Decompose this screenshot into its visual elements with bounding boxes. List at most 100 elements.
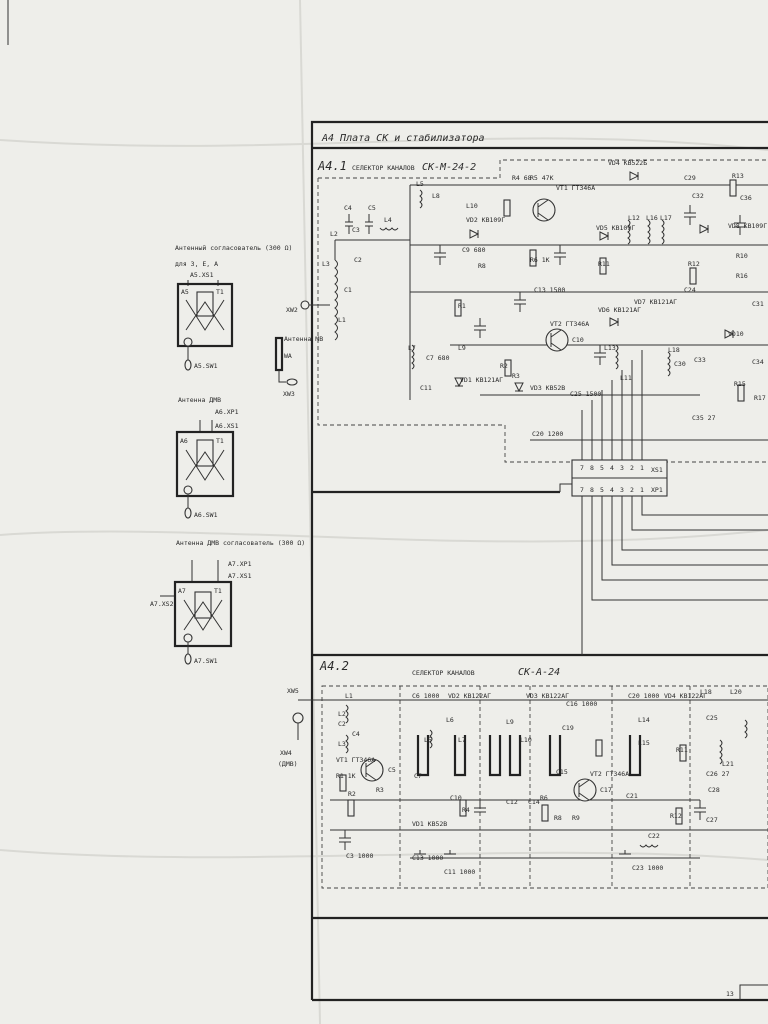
a41-label: L16 [646,214,658,222]
a6-plug [184,507,192,519]
xp1-label: XP1 [651,486,663,494]
a42-label: C26 27 [706,770,730,778]
a41-label: L18 [668,346,680,354]
antenna-mv-label: Антенна МВ [284,335,323,343]
a42-label: L20 [730,688,742,696]
a5-transformer [196,291,214,317]
a41-label: VD5 КВ109Г [596,224,635,232]
a7-plug [184,653,192,665]
misc-label: R10 [736,252,748,260]
a42-name: СЕЛЕКТОР КАНАЛОВ [412,669,475,677]
a41-label: L12 [628,214,640,222]
a41-label: C10 [572,336,584,344]
a42-label: R6 [540,794,548,802]
xw4-note: (ДМВ) [278,760,298,768]
xw3-label: XW3 [283,390,295,398]
a42-label: C20 1000 [628,692,659,700]
pin-label: 5 [600,464,604,472]
a42-label: C11 1000 [444,868,475,876]
a41-label: C33 [694,356,706,364]
a41-shield-outline [317,178,768,463]
connector-xs1-xp1: XS1 XP1 7 8 5 4 3 2 1 7 8 5 4 3 2 1 [571,350,768,655]
antenna-group-a7: Антенна ДМВ согласователь (300 Ω) А7.ХР1… [150,539,305,665]
a42-resistors [339,739,687,825]
a41-label: L9 [458,344,466,352]
a42-label: C21 [626,792,638,800]
a41-label: VD7 КВ121АГ [634,298,677,306]
a41-label: C20 1200 [532,430,563,438]
xw2-label: XW2 [286,306,298,314]
a6-top-ref: А6.ХS1 [215,422,239,430]
a41-label: VD8 КВ109Г [728,222,767,230]
a6-caption: Антенна ДМВ [178,396,221,404]
a41-label: L17 [660,214,672,222]
a41-label: VD6 КВ121АГ [598,306,641,314]
a42-label: R2 [348,790,356,798]
a42-label: L9 [506,718,514,726]
a6-matcher-box [175,430,235,498]
a42-label: L3 [338,740,346,748]
a41-label: C7 680 [426,354,450,362]
a4-board: А4 Плата СК и стабилизатора [310,120,768,1002]
a5-plug [184,359,192,371]
a41-label: R13 [732,172,744,180]
a41-label: L3 [322,260,330,268]
a41-label: L8 [432,192,440,200]
a42-model: СК-А-24 [518,667,560,678]
a41-label: C25 1500 [570,390,601,398]
board-title: А4 Плата СК и стабилизатора [321,132,485,144]
a42-label: C28 [708,786,720,794]
a41-transistor-vt2 [545,328,569,352]
a41-label: C3 [352,226,360,234]
a42-label: R9 [572,814,580,822]
a41-label: L4 [384,216,392,224]
a42-label: C17 [600,786,612,794]
a41-label: C29 [684,174,696,182]
a41-label: L5 [416,180,424,188]
bottom-right-fragment: 13 [726,984,768,1000]
a42-label: C25 [706,714,718,722]
a4-board-frame [310,120,768,1000]
pin-label: 7 [580,464,584,472]
a41-label: L10 [466,202,478,210]
a42-label: VT2 ГТ346А [590,770,629,778]
a7-bottom-ref: А7.SW1 [194,657,218,665]
a7-box-tag: А7 [178,587,186,595]
a41-label: L7 [408,344,416,352]
a42-label: VD4 КВ122АГ [664,692,707,700]
a41-capacitors [345,205,746,365]
a42-label: C3 1000 [346,852,373,860]
a7-top-ref: А7.ХS1 [228,572,252,580]
a7-transformer [194,591,212,619]
xw5-label: XW5 [287,687,299,695]
a6-box-tag: А6 [180,437,188,445]
a41-label: L11 [620,374,632,382]
a42-label: R8 [554,814,562,822]
misc-labels: R10 C24 R16 C36 R17 C32 [684,192,766,402]
a42-label: C13 1000 [412,854,443,862]
a42-label: L7 [458,736,466,744]
a7-caption: Антенна ДМВ согласователь (300 Ω) [176,539,305,547]
pin-label: 5 [600,486,604,494]
antenna-mv-input: Антенна МВ WA XW3 [274,335,323,398]
a42-label: VD2 КВ122АГ [448,692,491,700]
pin-label: 4 [610,464,614,472]
a42-label: L18 [700,688,712,696]
a42-label: L1 [345,692,353,700]
a42-label: L2 [338,710,346,718]
a41-transistor-vt1 [532,198,556,222]
a42-label: C2 [338,720,346,728]
a41-label: C1 [344,286,352,294]
pin-label: 8 [590,464,594,472]
a6-sub: А6.ХР1 [215,408,239,416]
a5-sub: для 3, Е, А [175,260,218,268]
a42-label: L14 [638,716,650,724]
a41-label: VT2 ГТ346А [550,320,589,328]
a7-terminal: Т1 [214,587,222,595]
a41-resistors [454,179,745,402]
a42-labels: L1 C6 1000 VD2 КВ122АГ VD3 КВ122АГ C16 1… [336,688,742,876]
a41-label: C30 [674,360,686,368]
misc-label: R16 [736,272,748,280]
